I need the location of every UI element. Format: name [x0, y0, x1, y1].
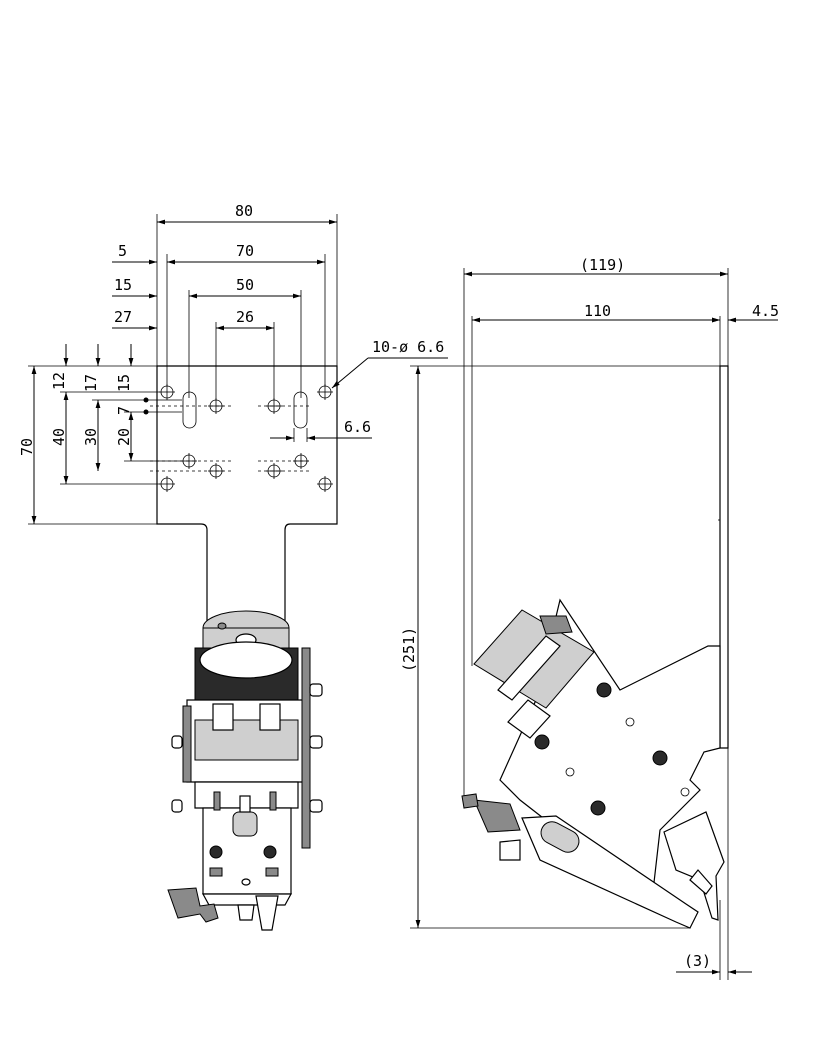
side-view [461, 365, 729, 929]
dim-slot-width: 6.6 [344, 418, 371, 436]
dim-70-span: 70 [236, 242, 254, 260]
dim-v-40: 40 [50, 428, 68, 446]
dim-thickness-4-5: 4.5 [752, 302, 779, 320]
dim-50-span: 50 [236, 276, 254, 294]
side-view-dim-text: (119) 110 4.5 (251) (3) [400, 256, 779, 970]
dim-v-30: 30 [82, 428, 100, 446]
dim-height-251: (251) [400, 627, 418, 672]
dim-v-17: 17 [82, 374, 100, 392]
dim-v-70: 70 [18, 438, 36, 456]
dim-15-offset: 15 [114, 276, 132, 294]
mounting-plate [156, 365, 338, 631]
dim-v-15: 15 [115, 374, 133, 392]
dim-v-7: 7 [115, 406, 133, 415]
dim-5-offset: 5 [118, 242, 127, 260]
gripper-body-front [167, 610, 323, 931]
hole-callout: 10-ø 6.6 [372, 338, 444, 356]
side-view-dimensions [410, 268, 778, 980]
dim-v-12: 12 [50, 372, 68, 390]
dim-26-span: 26 [236, 308, 254, 326]
front-view-dimensions [28, 214, 448, 525]
dim-width-110: 110 [584, 302, 611, 320]
side-plate [719, 365, 729, 749]
slot-left [182, 391, 197, 429]
dim-offset-3: (3) [684, 952, 711, 970]
dim-v-20: 20 [115, 428, 133, 446]
dim-27-offset: 27 [114, 308, 132, 326]
slot-right [293, 391, 308, 429]
dim-overall-119: (119) [580, 256, 625, 274]
front-view-dim-text: 80 70 5 15 50 27 26 10-ø 6.6 6.6 12 17 1… [18, 202, 444, 456]
dim-overall-width: 80 [235, 202, 253, 220]
front-view [150, 365, 338, 931]
